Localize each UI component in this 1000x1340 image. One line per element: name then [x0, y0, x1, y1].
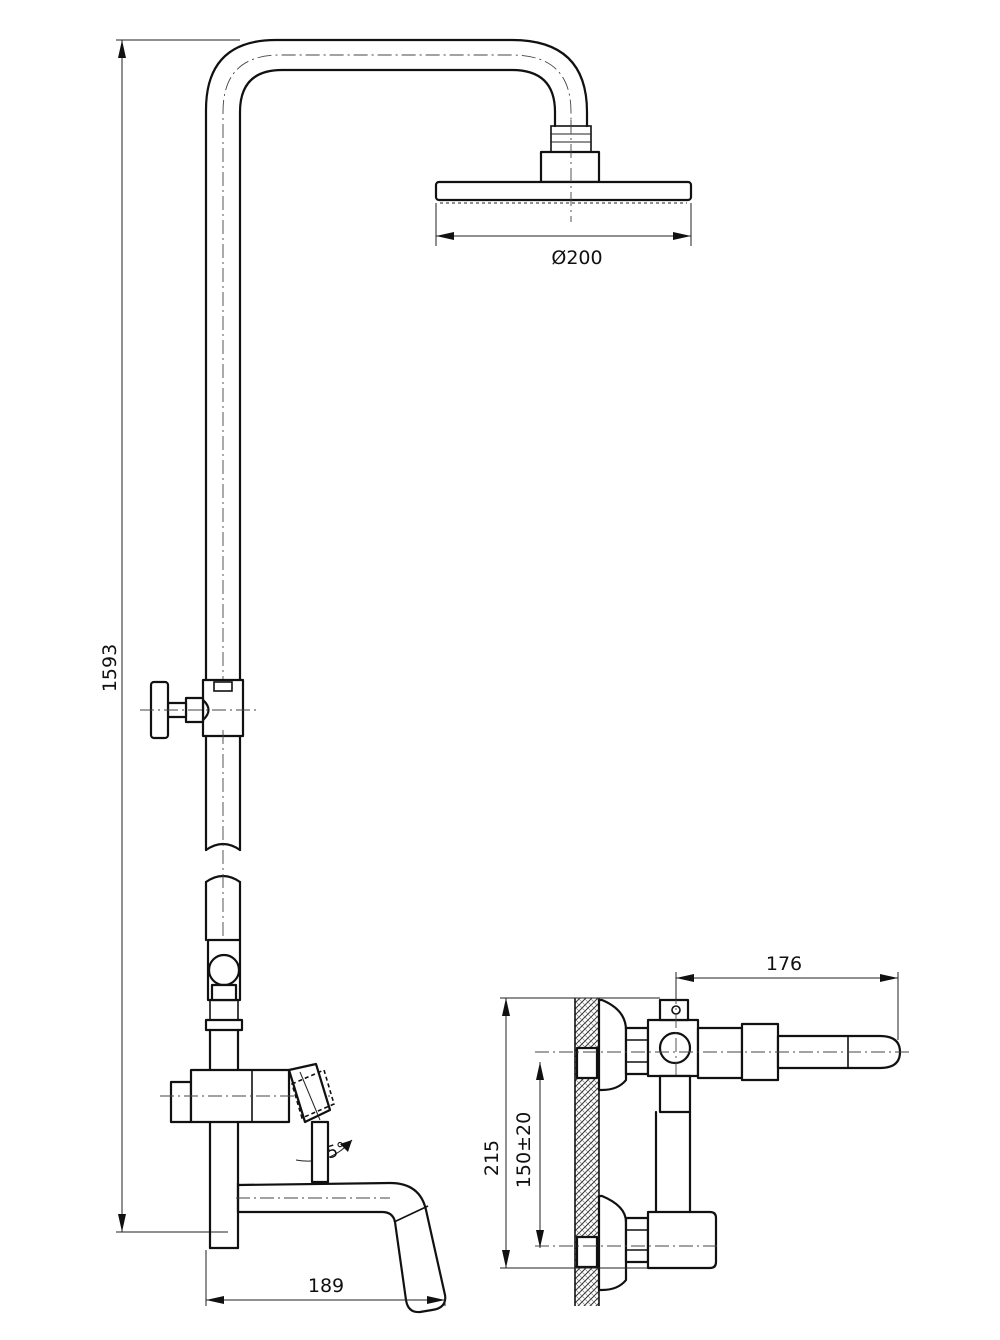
- spout-projection-dimension: 189: [205, 1250, 446, 1306]
- column-side: [535, 1074, 720, 1270]
- height-dimension-label: 1593: [99, 644, 121, 692]
- upper-eccentric: [597, 998, 650, 1092]
- shower-head-connector: [539, 125, 601, 184]
- mixer-body-side: [535, 990, 910, 1100]
- slider-holder: [140, 678, 260, 740]
- side-view: 176 215 150±20: [481, 953, 910, 1306]
- shower-head: [434, 120, 693, 222]
- side-projection-dimension: 176: [675, 953, 899, 1040]
- wall-section: [574, 998, 600, 1306]
- mixer-column: [208, 1120, 330, 1250]
- lower-eccentric: [597, 1194, 650, 1292]
- inlet-spacing-label: 150±20: [513, 1112, 535, 1188]
- side-projection-label: 176: [766, 953, 802, 975]
- side-height-label: 215: [481, 1140, 503, 1176]
- lever-handle: [287, 1062, 335, 1124]
- height-dimension: 1593: [99, 39, 240, 1233]
- front-view: 1593 Ø200: [99, 38, 693, 1314]
- hand-shower-bracket: [204, 938, 244, 1032]
- head-diameter-label: Ø200: [551, 247, 602, 269]
- side-height-dimension: 215: [481, 997, 660, 1269]
- riser-pipe-upper: [204, 38, 589, 690]
- spout-projection-label: 189: [308, 1275, 344, 1297]
- inlet-spacing-dimension: 150±20: [513, 1062, 544, 1248]
- mixer-body: [160, 1028, 330, 1124]
- head-diameter-dimension: Ø200: [435, 203, 692, 269]
- bath-spout: [236, 1181, 447, 1314]
